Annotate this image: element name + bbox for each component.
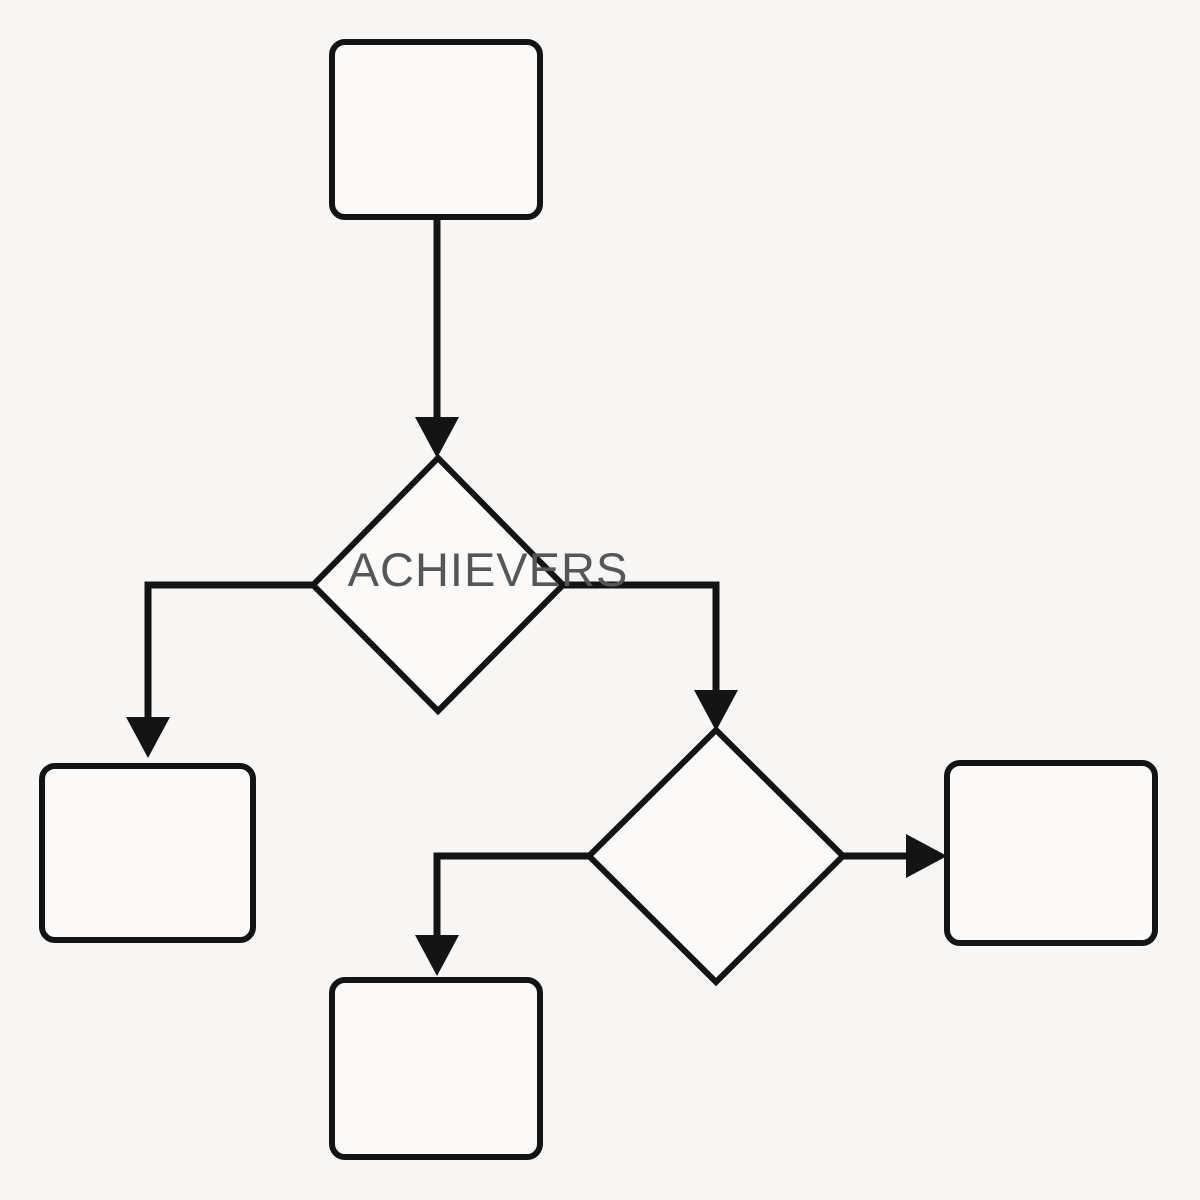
process-box-bottom — [329, 977, 543, 1160]
decision-diamond-achievers — [308, 453, 568, 716]
edge-decision1-to-leftbox — [126, 581, 316, 758]
arrow-down-icon — [126, 717, 170, 758]
decision1-label: ACHIEVERS — [348, 543, 629, 596]
arrow-down-icon — [415, 935, 459, 976]
edge-decision1-to-decision2 — [560, 581, 738, 731]
edge-line — [144, 581, 316, 718]
arrow-right-icon — [906, 834, 947, 878]
edge-line — [433, 852, 592, 936]
arrow-down-icon — [694, 690, 738, 731]
edge-decision2-to-bottombox — [415, 852, 592, 976]
edge-decision2-to-rightbox — [840, 834, 947, 878]
edge-top-to-decision1 — [415, 217, 459, 458]
arrow-down-icon — [415, 417, 459, 458]
decision-diamond-2 — [584, 725, 848, 987]
process-box-top — [329, 39, 543, 220]
process-box-left — [39, 763, 256, 943]
process-box-right — [944, 760, 1158, 946]
edge-line — [560, 581, 720, 692]
